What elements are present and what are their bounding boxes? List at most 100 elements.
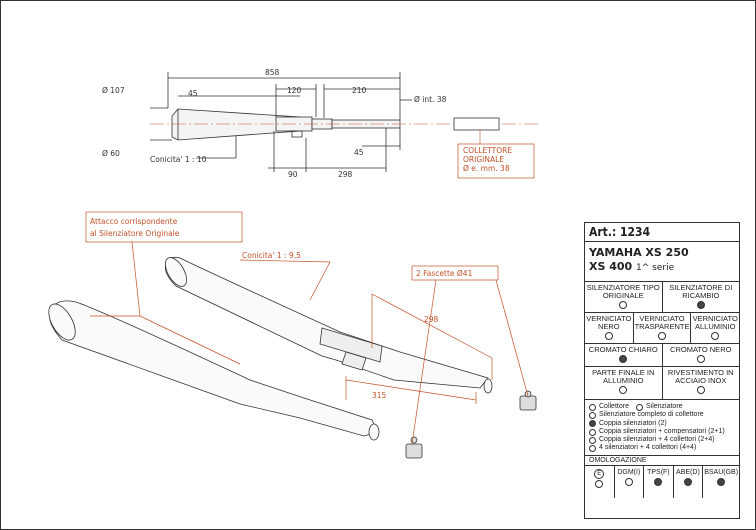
dim-120: 120 [287, 86, 302, 95]
radio-icon[interactable] [589, 420, 596, 428]
radio-icon[interactable] [683, 477, 692, 486]
option-verniciato-trasparente[interactable]: Verniciato trasparente [632, 313, 691, 343]
option-verniciato-alluminio[interactable]: Verniciato alluminio [690, 313, 739, 343]
lower-muffler [49, 300, 379, 437]
radio-icon[interactable] [604, 332, 613, 340]
option-label: Silenziatore di ricambio [669, 283, 733, 300]
homologation-bsau[interactable]: BSAU(GB) [702, 465, 739, 498]
homologation-tps[interactable]: TPS(F) [643, 465, 673, 498]
collettore-label-1: COLLETTORE [463, 146, 512, 155]
dim-90: 90 [288, 170, 298, 179]
upper-muffler [164, 256, 489, 389]
option-label: Silenziatore completo di collettore [599, 411, 704, 419]
option-rivestimento-inox[interactable]: Rivestimento in acciaio inox [661, 367, 740, 399]
option-label: TPS(F) [647, 468, 670, 476]
package-option[interactable]: Coppia silenziatori (2) [589, 420, 735, 428]
radio-icon[interactable] [589, 403, 596, 411]
bottom-isometric-view [48, 256, 537, 459]
option-parte-finale-alluminio[interactable]: Parte finale in alluminio [585, 367, 662, 399]
option-label: DGM(I) [617, 468, 641, 476]
radio-icon[interactable] [589, 436, 596, 444]
dim-d60: Ø 60 [102, 149, 120, 158]
radio-icon[interactable] [696, 301, 705, 309]
model-block: YAMAHA XS 250 XS 400 1^ serie [585, 242, 739, 282]
package-option[interactable]: Silenziatore completo di collettore [589, 411, 735, 419]
package-option[interactable]: Coppia silenziatori + 4 collettori (2+4) [589, 436, 735, 444]
option-label: Verniciato trasparente [634, 314, 690, 331]
radio-icon[interactable] [589, 411, 596, 419]
collettore-callout-box [457, 143, 535, 179]
radio-icon[interactable] [589, 445, 596, 453]
dim-210: 210 [352, 86, 367, 95]
top-dimension-labels: 858 Ø 107 45 120 210 Ø int. 38 Ø 60 Coni… [102, 68, 512, 179]
option-cromato-nero[interactable]: Cromato nero [661, 344, 740, 366]
package-option[interactable]: 4 silenziatori + 4 collettori (4+4) [589, 444, 735, 453]
package-option[interactable]: Coppia silenziatori + compensatori (2+1) [589, 428, 735, 436]
dim-overall: 858 [265, 68, 280, 77]
radio-icon[interactable] [654, 477, 663, 486]
paint-row: Verniciato nero Verniciato trasparente V… [585, 313, 739, 344]
option-ricambio[interactable]: Silenziatore di ricambio [661, 282, 740, 312]
attacco-label-1: Attacco corrispondente [90, 217, 178, 226]
package-option-first-line: Collettore Silenziatore [589, 403, 735, 411]
dim-conicita-top: Conicita' 1 : 10 [150, 155, 207, 164]
omologazione-row: E DGM(I) TPS(F) ABE(D) BSAU(GB) [585, 465, 739, 498]
homologation-e[interactable]: E [585, 466, 614, 498]
bottom-labels: Attacco corrispondente al Silenziatore O… [90, 217, 473, 400]
option-tipo-originale[interactable]: Silenziatore tipo originale [585, 282, 662, 312]
option-label: BSAU(GB) [704, 468, 739, 476]
package-options: Collettore Silenziatore Silenziatore com… [585, 400, 739, 456]
option-label: Parte finale in alluminio [592, 368, 655, 385]
radio-icon[interactable] [619, 301, 628, 309]
radio-icon[interactable] [696, 386, 705, 394]
bottom-callouts [85, 211, 529, 445]
type-row: Silenziatore tipo originale Silenziatore… [585, 282, 739, 313]
option-label: Verniciato alluminio [692, 314, 738, 331]
radio-icon[interactable] [624, 477, 633, 486]
option-label: Silenziatore tipo originale [586, 283, 660, 300]
attacco-callout-box [85, 211, 243, 243]
dim-45-bottom: 45 [354, 148, 364, 157]
option-collettore[interactable]: Collettore [599, 403, 629, 410]
article-prefix: Art.: [589, 225, 617, 239]
option-cromato-chiaro[interactable]: Cromato chiaro [585, 344, 662, 366]
radio-icon[interactable] [595, 479, 604, 488]
option-silenziatore[interactable]: Silenziatore [645, 403, 683, 410]
option-label: Coppia silenziatori + compensatori (2+1) [599, 427, 725, 435]
article-header: Art.: 1234 [585, 223, 739, 242]
radio-icon[interactable] [696, 355, 705, 363]
attacco-label-2: al Silenziatore Originale [90, 229, 180, 238]
radio-icon[interactable] [658, 332, 666, 340]
fascette-label: 2 Fascette Ø41 [416, 269, 473, 278]
fascette-callout-box [411, 265, 499, 281]
dim-45-top: 45 [188, 89, 198, 98]
homologation-dgm[interactable]: DGM(I) [613, 465, 644, 498]
model-line-2-suffix: 1^ serie [636, 263, 675, 273]
dim-dint38: Ø int. 38 [414, 95, 447, 104]
option-label: Cromato chiaro [588, 345, 658, 354]
omologazione-title: Omologazione [585, 456, 739, 466]
radio-icon[interactable] [717, 477, 726, 486]
radio-icon[interactable] [619, 386, 628, 394]
e-mark-icon: E [594, 468, 605, 479]
option-verniciato-nero[interactable]: Verniciato nero [585, 313, 633, 343]
option-label: Coppia silenziatori (2) [599, 419, 667, 427]
radio-icon[interactable] [619, 355, 628, 363]
radio-icon[interactable] [589, 428, 596, 436]
radio-icon[interactable] [711, 332, 720, 340]
clamp-lower [405, 436, 423, 459]
option-label: Coppia silenziatori + 4 collettori (2+4) [599, 436, 715, 444]
option-label: Rivestimento in acciaio inox [667, 368, 734, 385]
collettore-label-3: Ø e. mm. 38 [463, 164, 510, 173]
top-side-view [150, 72, 540, 179]
conicita-label: Conicita' 1 : 9,5 [242, 251, 301, 260]
clamp-upper [519, 390, 537, 411]
model-line-2: XS 400 [589, 260, 633, 273]
option-label: ABE(D) [676, 468, 700, 476]
collettore-pipe [453, 117, 500, 131]
dim-315: 315 [372, 391, 387, 400]
dim-d107: Ø 107 [102, 86, 125, 95]
homologation-abe[interactable]: ABE(D) [672, 465, 703, 498]
option-label: Cromato nero [670, 345, 732, 354]
radio-icon[interactable] [635, 403, 643, 411]
